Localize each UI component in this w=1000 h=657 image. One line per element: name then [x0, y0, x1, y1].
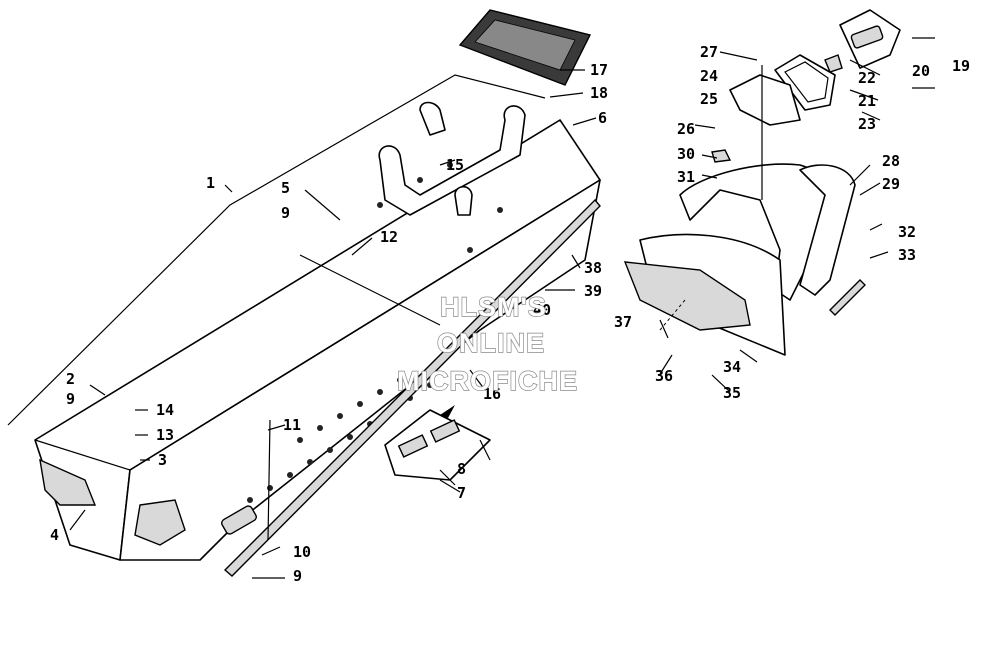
seat-cover [623, 65, 866, 356]
callout-10: 10 [293, 543, 311, 561]
callout-34: 34 [723, 358, 741, 376]
grab-handle [378, 101, 526, 216]
watermark-line-3: MICROFICHE [397, 366, 578, 396]
callout-17: 17 [590, 61, 608, 79]
watermark: HLSM'S ONLINE MICROFICHE [396, 291, 578, 396]
watermark-line-2: ONLINE [437, 328, 545, 358]
callout-13: 13 [156, 426, 174, 444]
callout-9c: 9 [293, 567, 302, 585]
callout-36: 36 [655, 367, 673, 385]
callout-23: 23 [858, 115, 876, 133]
callout-9b: 9 [66, 390, 75, 408]
callout-21: 21 [858, 92, 876, 110]
callout-28: 28 [882, 152, 900, 170]
callout-3: 3 [158, 451, 167, 469]
callout-39: 39 [584, 282, 602, 300]
callout-32: 32 [898, 223, 916, 241]
callout-33: 33 [898, 246, 916, 264]
watermark-line-1: HLSM'S [440, 292, 547, 322]
callout-31: 31 [677, 168, 695, 186]
callout-1: 1 [206, 174, 215, 192]
callout-11: 11 [283, 416, 301, 434]
callout-9a: 9 [281, 204, 290, 222]
callout-labels: 1 5 9 12 15 17 18 6 38 39 40 2 9 16 14 1… [50, 43, 970, 585]
callout-19: 19 [952, 57, 970, 75]
callout-38: 38 [584, 259, 602, 277]
callout-30: 30 [677, 145, 695, 163]
callout-18: 18 [590, 84, 608, 102]
callout-6: 6 [598, 109, 607, 127]
callout-20: 20 [912, 62, 930, 80]
logo-plate [458, 9, 592, 86]
taillight-assembly [774, 9, 935, 111]
callout-25: 25 [700, 90, 718, 108]
callout-12: 12 [380, 228, 398, 246]
callout-7: 7 [457, 484, 466, 502]
callout-29: 29 [882, 175, 900, 193]
callout-2: 2 [66, 370, 75, 388]
callout-24: 24 [700, 67, 718, 85]
callout-8: 8 [457, 460, 466, 478]
callout-27: 27 [700, 43, 718, 61]
callout-40: 40 [533, 301, 551, 319]
callout-26: 26 [677, 120, 695, 138]
callout-15: 15 [446, 156, 464, 174]
callout-14: 14 [156, 401, 174, 419]
callout-35: 35 [723, 384, 741, 402]
callout-16: 16 [483, 385, 501, 403]
tunnel-assembly [7, 74, 601, 577]
footrest [384, 405, 491, 481]
callout-22: 22 [858, 69, 876, 87]
callout-5: 5 [281, 179, 290, 197]
callout-4: 4 [50, 526, 59, 544]
callout-37: 37 [614, 313, 632, 331]
leader-lines [69, 51, 889, 579]
